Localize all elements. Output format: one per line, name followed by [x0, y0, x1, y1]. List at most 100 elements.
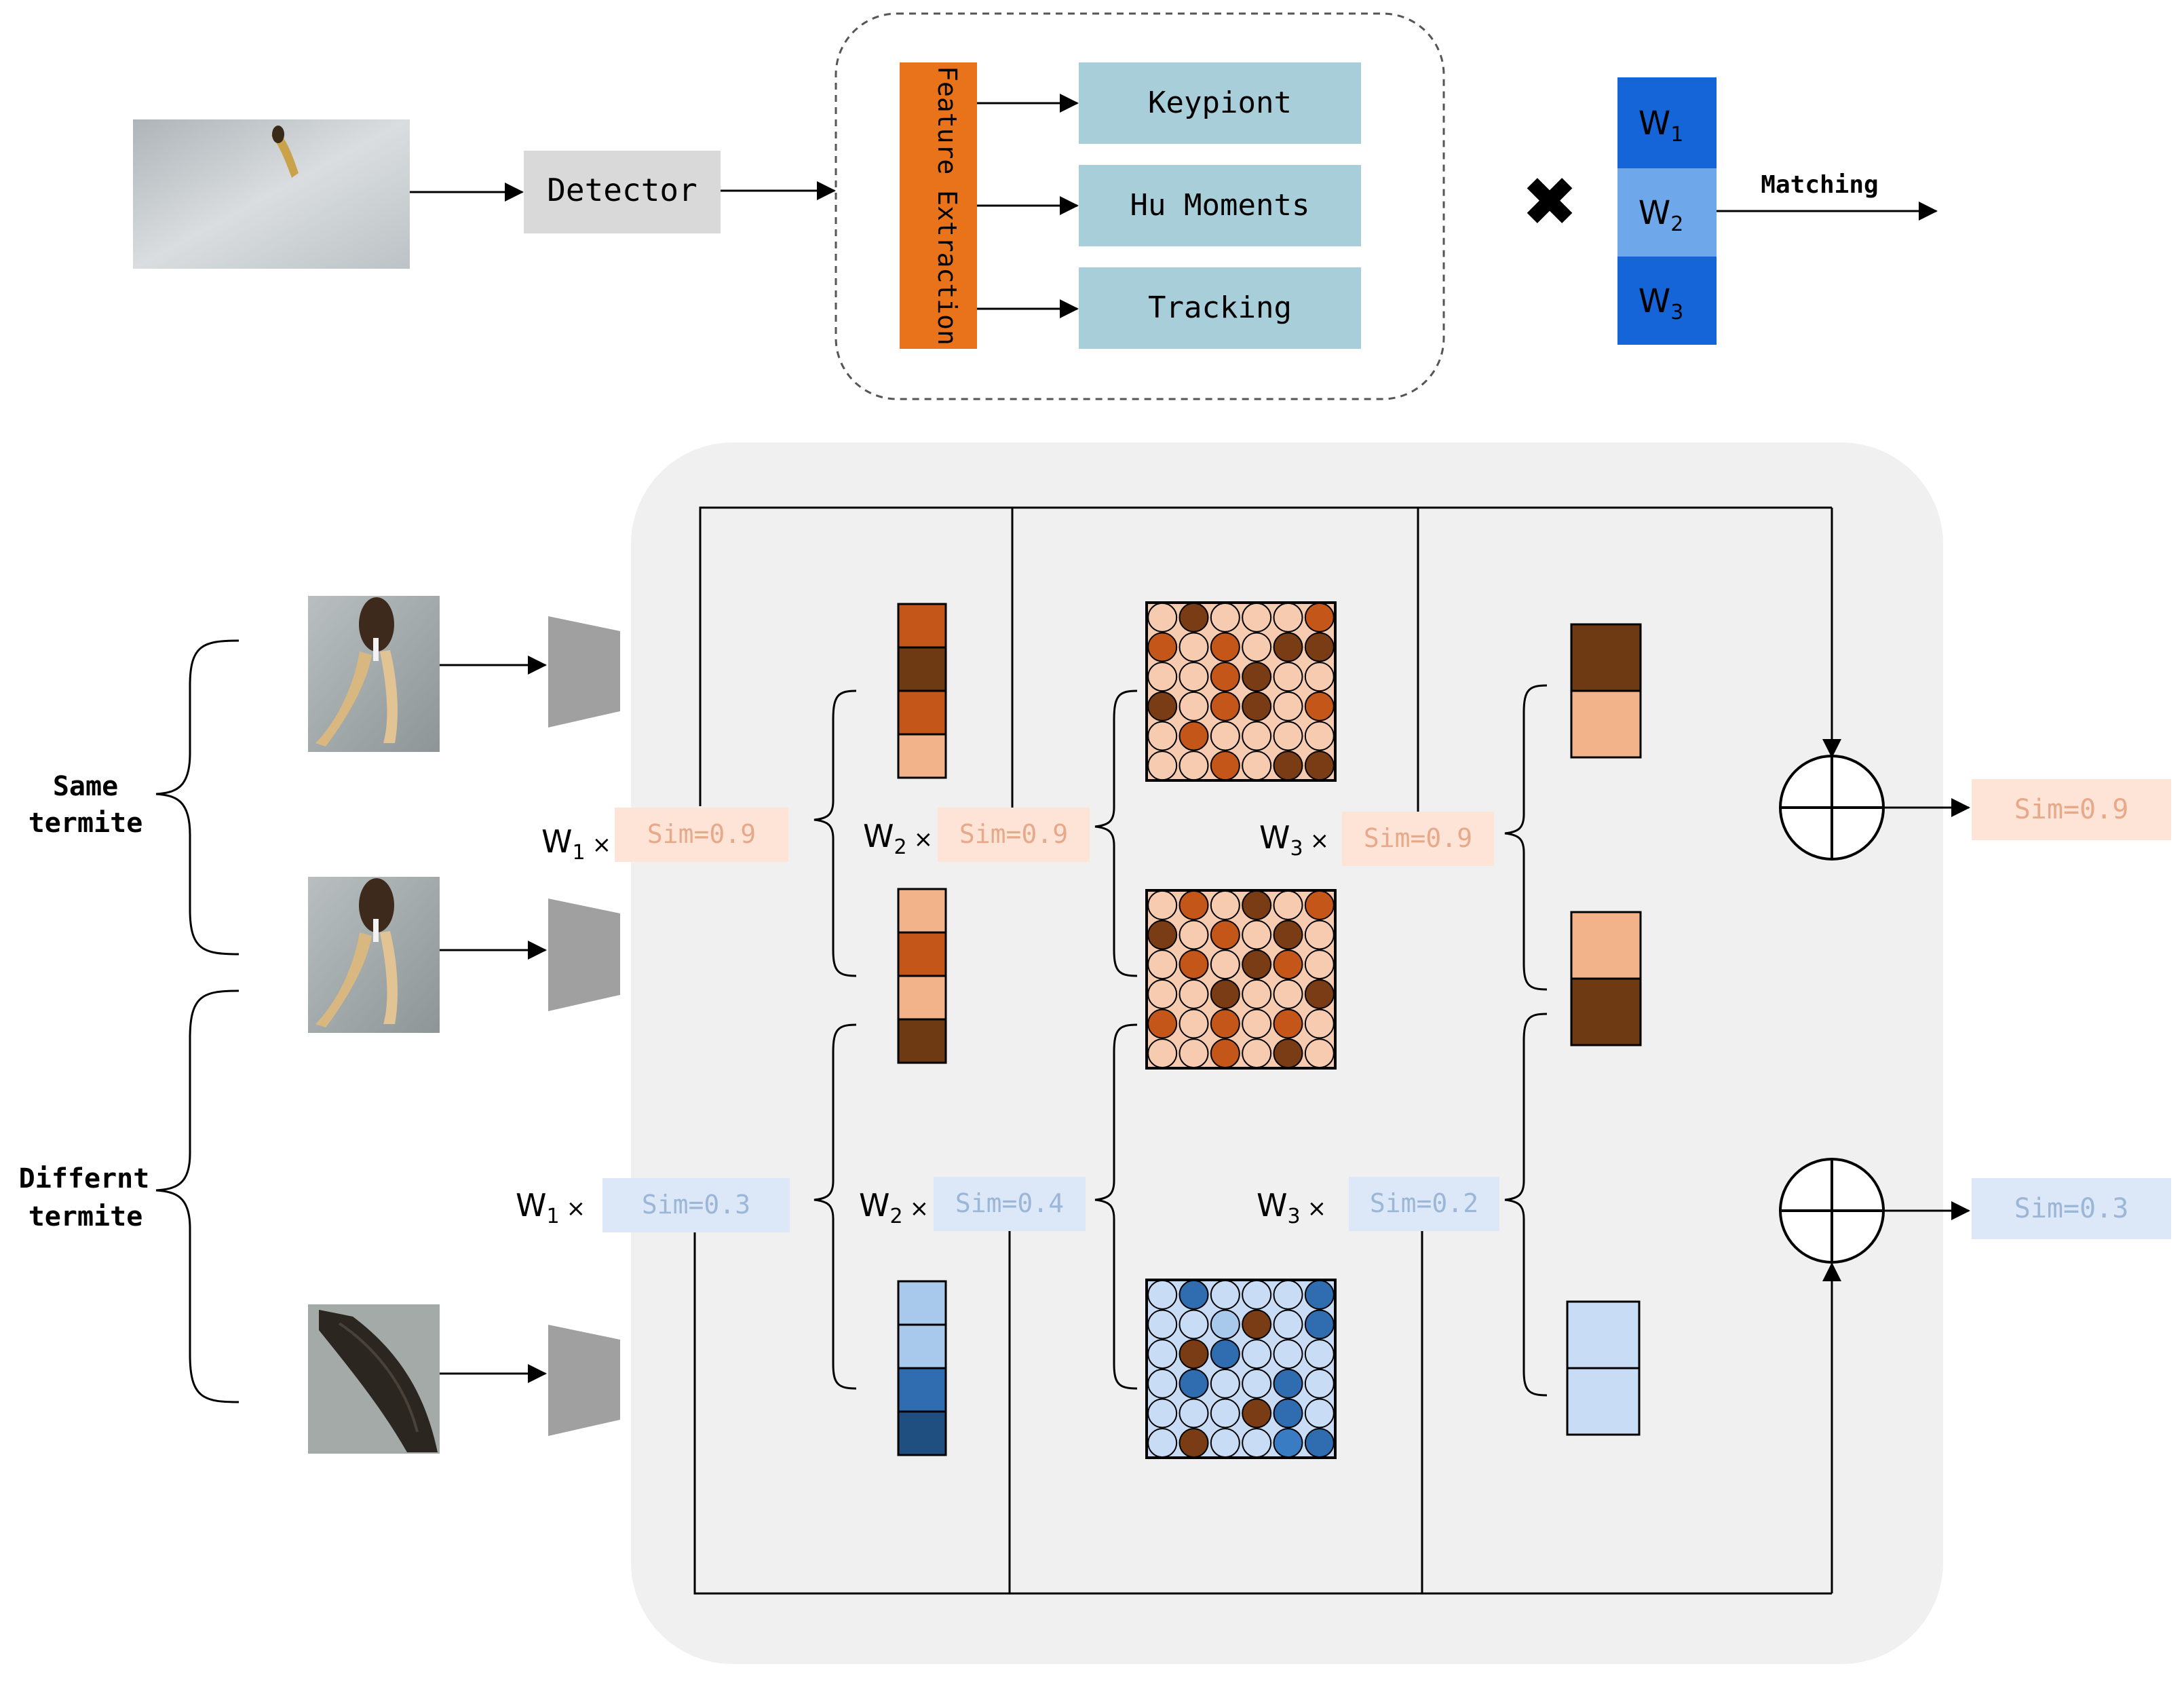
grid-cell — [1179, 979, 1209, 1009]
grid-cell — [1304, 721, 1335, 751]
grid-cell — [1304, 1398, 1335, 1429]
grid-cell — [1242, 1309, 1272, 1340]
vector-cell — [897, 975, 947, 1021]
multiply-icon: ✖ — [1521, 162, 1578, 242]
sim-value: Sim=0.2 — [1370, 1188, 1478, 1218]
vector-cell — [897, 1367, 947, 1413]
grid-cell — [1304, 949, 1335, 980]
sum-node-diff — [1779, 1158, 1885, 1264]
grid-cell — [1304, 890, 1335, 920]
grid-frame — [1145, 1279, 1337, 1459]
weight-label-diff-3: W3× — [1257, 1187, 1326, 1228]
result-sim-same: Sim=0.9 — [2014, 794, 2129, 825]
keypoint-vector-2 — [897, 888, 947, 1064]
grid-cell — [1210, 691, 1240, 721]
grid-cell — [1210, 1428, 1240, 1458]
grid-cell — [1273, 1309, 1303, 1340]
grid-cell — [1273, 602, 1303, 632]
grid-cell — [1273, 1339, 1303, 1370]
feature-module-outline — [835, 12, 1445, 400]
hu-moment-grid-3 — [1145, 1279, 1337, 1459]
grid-cell — [1179, 721, 1209, 751]
grid-cell — [1242, 1428, 1272, 1458]
hu-moment-grid-2 — [1145, 889, 1337, 1070]
encoder-1 — [548, 616, 620, 728]
grid-cell — [1242, 1279, 1272, 1310]
grid-cell — [1147, 751, 1178, 781]
grid-cell — [1273, 1428, 1303, 1458]
termite-photo-1 — [308, 596, 440, 752]
termite-photo-3 — [308, 1304, 440, 1454]
sim-value: Sim=0.3 — [642, 1190, 750, 1220]
grid-cell — [1273, 632, 1303, 662]
tracking-cell — [1566, 1367, 1641, 1436]
grid-cell — [1273, 721, 1303, 751]
grid-cell — [1210, 632, 1240, 662]
connector-lines — [693, 506, 1841, 1595]
matching-label: Matching — [1761, 171, 1878, 199]
grid-cell — [1210, 1309, 1240, 1340]
detector-box — [524, 151, 721, 233]
grid-cell — [1242, 920, 1272, 950]
grid-cell — [1179, 1008, 1209, 1039]
grid-cell — [1210, 1339, 1240, 1370]
tracking-box-1 — [1570, 623, 1642, 759]
vector-cell — [897, 1280, 947, 1326]
weight-label-same-1: W1× — [541, 823, 611, 865]
grid-cell — [1179, 1428, 1209, 1458]
sim-box-diff-hu — [934, 1177, 1086, 1231]
weight-label-same-3: W3× — [1259, 819, 1329, 861]
grid-cell — [1242, 949, 1272, 980]
vector-cell — [897, 888, 947, 934]
grid-cell — [1242, 751, 1272, 781]
grid-cell — [1273, 1368, 1303, 1399]
sim-box-diff-tracking — [1349, 1177, 1499, 1231]
grid-cell — [1304, 751, 1335, 781]
grid-cell — [1147, 602, 1178, 632]
detector-label: Detector — [547, 172, 697, 208]
grid-cell — [1273, 1008, 1303, 1039]
encoder-2 — [548, 899, 620, 1011]
grid-cell — [1273, 751, 1303, 781]
grid-cell — [1210, 920, 1240, 950]
inner-braces — [813, 684, 1548, 1397]
grid-cell — [1147, 1368, 1178, 1399]
vector-cell — [897, 733, 947, 779]
weight-label-2: W2 — [1639, 194, 1684, 236]
tracking-cell — [1570, 911, 1642, 980]
label-same-termite: termite — [28, 808, 143, 839]
feature-extraction-label: Feature Extraction — [932, 66, 962, 345]
weight-label-same-2: W2× — [863, 818, 933, 859]
sim-box-diff-keypoint — [602, 1178, 790, 1232]
grid-cell — [1273, 1279, 1303, 1310]
label-different: Differnt — [19, 1163, 150, 1194]
grid-cell — [1304, 632, 1335, 662]
grid-cell — [1179, 1398, 1209, 1429]
grid-cell — [1210, 1008, 1240, 1039]
grid-cell — [1179, 1368, 1209, 1399]
grid-cell — [1304, 602, 1335, 632]
grid-cell — [1304, 691, 1335, 721]
grid-cell — [1179, 602, 1209, 632]
weight-label-diff-1: W1× — [516, 1187, 586, 1228]
weight-label-3: W3 — [1639, 282, 1684, 324]
grid-cell — [1242, 602, 1272, 632]
grid-cell — [1147, 890, 1178, 920]
feature-box-hu-moments — [1079, 165, 1361, 246]
weight-cell-1 — [1617, 77, 1717, 168]
grid-cell — [1179, 751, 1209, 781]
grid-cell — [1242, 721, 1272, 751]
grid-cell — [1147, 1398, 1178, 1429]
grid-cell — [1242, 1038, 1272, 1069]
grid-cell — [1147, 721, 1178, 751]
grid-cell — [1179, 632, 1209, 662]
grid-cell — [1179, 1309, 1209, 1340]
grid-cell — [1273, 1398, 1303, 1429]
grid-cell — [1210, 1279, 1240, 1310]
vector-cell — [897, 690, 947, 736]
grid-cell — [1179, 920, 1209, 950]
grid-cell — [1210, 1368, 1240, 1399]
grid-cell — [1273, 662, 1303, 692]
brace-different — [155, 989, 240, 1403]
grid-cell — [1304, 1339, 1335, 1370]
